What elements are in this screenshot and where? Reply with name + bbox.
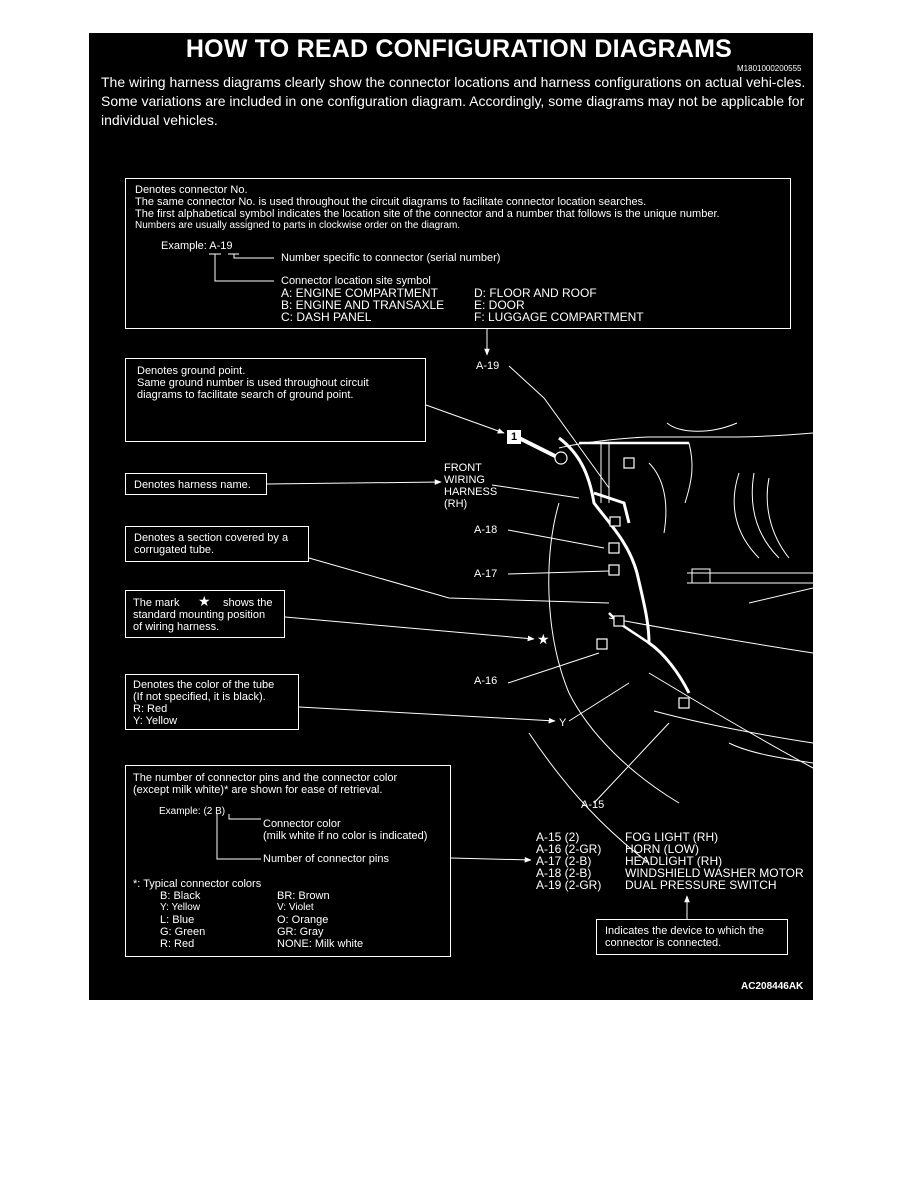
tube-color-line-3: R: Red	[133, 703, 168, 715]
connector-code: A-19 (2-GR)	[536, 878, 602, 892]
tube-color-line-4: Y: Yellow	[133, 715, 178, 727]
corrugated-tube-box: Denotes a section covered by a corrugate…	[125, 526, 309, 562]
star-mark-icon: ★	[198, 593, 211, 609]
mark-line-3: of wiring harness.	[133, 621, 220, 633]
device-line-1: Indicates the device to which the	[605, 925, 764, 937]
connector-device: DUAL PRESSURE SWITCH	[625, 878, 777, 892]
site-d: D: FLOOR AND ROOF	[474, 286, 597, 300]
site-symbol-note: Connector location site symbol	[281, 275, 431, 287]
ground-line-3: diagrams to facilitate search of ground …	[137, 389, 354, 401]
connector-box-line-3: The first alphabetical symbol indicates …	[135, 208, 720, 220]
connector-device: FOG LIGHT (RH)	[625, 830, 719, 844]
connector-code: A-15 (2)	[536, 830, 580, 844]
mark-line-1a: The mark	[133, 597, 180, 609]
harness-label-1: FRONT	[444, 462, 482, 474]
mark-line-1b: shows the	[223, 597, 273, 609]
device-line-2: connector is connected.	[605, 937, 722, 949]
document-code: M1801000200555	[737, 64, 802, 73]
ground-line-1: Denotes ground point.	[137, 365, 246, 377]
site-e: E: DOOR	[474, 298, 525, 312]
connector-number-box: Denotes connector No. The same connector…	[125, 178, 791, 329]
harness-name-text: Denotes harness name.	[134, 479, 251, 491]
connector-device: HORN (LOW)	[625, 842, 699, 856]
site-c: C: DASH PANEL	[281, 310, 372, 324]
harness-label-2: WIRING	[444, 474, 485, 486]
diagram-panel: HOW TO READ CONFIGURATION DIAGRAMS M1801…	[89, 33, 813, 1000]
tube-color-line-2: (If not specified, it is black).	[133, 691, 266, 703]
connector-box-line-4: Numbers are usually assigned to parts in…	[135, 220, 461, 231]
ground-line-2: Same ground number is used throughout ci…	[137, 377, 369, 389]
tube-line-2: corrugated tube.	[134, 544, 215, 556]
color-o: O: Orange	[277, 914, 329, 926]
harness-label-4: (RH)	[444, 498, 468, 510]
connector-color-note: Connector color	[263, 818, 341, 830]
connector-box-line-1: Denotes connector No.	[135, 184, 248, 196]
label-a17: A-17	[474, 568, 498, 580]
connector-box-line-2: The same connector No. is used throughou…	[135, 196, 647, 208]
connector-device: HEADLIGHT (RH)	[625, 854, 723, 868]
site-b: B: ENGINE AND TRANSAXLE	[281, 298, 445, 312]
color-b: B: Black	[160, 890, 201, 902]
tube-line-1: Denotes a section covered by a	[134, 532, 289, 544]
label-a16: A-16	[474, 675, 498, 687]
site-a: A: ENGINE COMPARTMENT	[281, 286, 438, 300]
color-br: BR: Brown	[277, 890, 330, 902]
ground-point-box: Denotes ground point. Same ground number…	[125, 358, 426, 442]
color-y: Y: Yellow	[160, 902, 201, 913]
color-l: L: Blue	[160, 914, 195, 926]
page-title: HOW TO READ CONFIGURATION DIAGRAMS	[185, 35, 733, 63]
intro-paragraph: The wiring harness diagrams clearly show…	[101, 74, 806, 128]
connector-pins-box: The number of connector pins and the con…	[125, 765, 451, 957]
mark-line-2: standard mounting position	[133, 609, 266, 621]
connector-device: WINDSHIELD WASHER MOTOR	[625, 866, 804, 880]
label-y: Y	[559, 717, 567, 729]
tube-color-line-1: Denotes the color of the tube	[133, 679, 275, 691]
site-f: F: LUGGAGE COMPARTMENT	[474, 310, 644, 324]
color-r: R: Red	[160, 938, 195, 950]
pins-number-note: Number of connector pins	[263, 853, 389, 865]
label-a19: A-19	[476, 360, 500, 372]
star-icon: ★	[537, 631, 550, 647]
mounting-mark-box: The mark ★ shows the standard mounting p…	[125, 590, 285, 638]
ground-number-tag: 1	[507, 430, 521, 444]
wiring-diagram-drawing	[209, 253, 813, 919]
connector-color-note-2: (milk white if no color is indicated)	[263, 830, 428, 842]
connector-code: A-16 (2-GR)	[536, 842, 602, 856]
serial-number-note: Number specific to connector (serial num…	[281, 252, 501, 264]
figure-code: AC208446AK	[741, 981, 804, 992]
connector-example: Example: A-19	[161, 240, 233, 252]
label-a18: A-18	[474, 524, 498, 536]
harness-name-box: Denotes harness name.	[125, 473, 267, 495]
pins-example: Example: (2 B)	[159, 806, 226, 817]
color-none: NONE: Milk white	[277, 938, 364, 950]
connector-code: A-18 (2-B)	[536, 866, 592, 880]
tube-color-box: Denotes the color of the tube (If not sp…	[125, 674, 299, 730]
label-a15: A-15	[581, 799, 605, 811]
harness-label-3: HARNESS	[444, 486, 498, 498]
color-g: G: Green	[160, 926, 206, 938]
pins-line-2: (except milk white)* are shown for ease …	[133, 784, 383, 796]
connector-code: A-17 (2-B)	[536, 854, 592, 868]
pins-line-1: The number of connector pins and the con…	[133, 772, 398, 784]
color-gr: GR: Gray	[277, 926, 324, 938]
device-box: Indicates the device to which the connec…	[596, 919, 788, 955]
typical-colors-heading: *: Typical connector colors	[133, 878, 262, 890]
color-v: V: Violet	[277, 902, 314, 913]
